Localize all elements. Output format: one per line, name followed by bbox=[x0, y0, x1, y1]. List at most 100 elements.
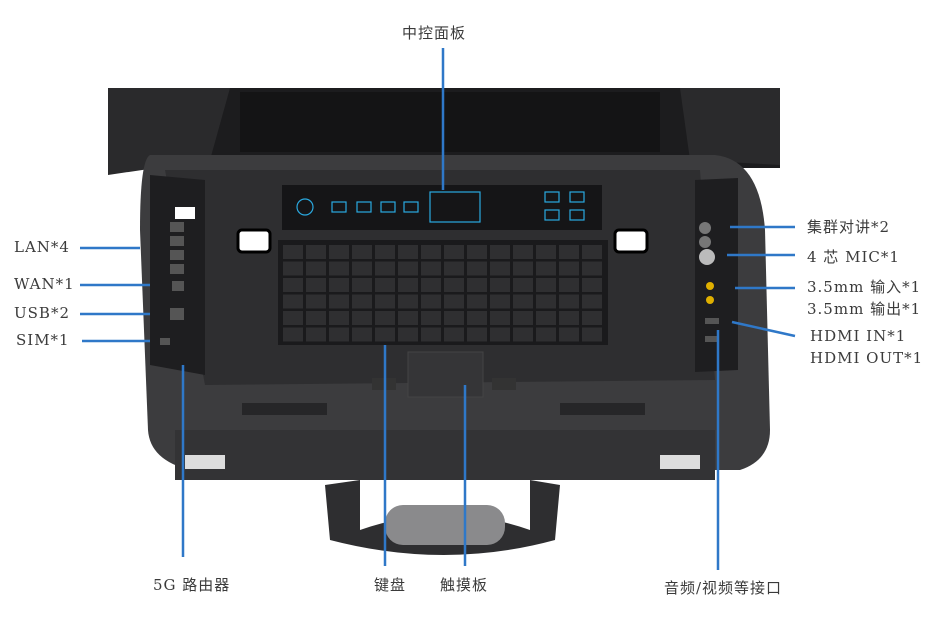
keyboard-key bbox=[444, 327, 464, 342]
label-control-panel: 中控面板 bbox=[402, 24, 467, 42]
keyboard-key bbox=[352, 294, 372, 309]
right-sticker bbox=[613, 228, 649, 254]
keyboard-key bbox=[329, 261, 349, 276]
keyboard-key bbox=[513, 327, 533, 342]
keyboard-key bbox=[559, 294, 579, 309]
keyboard-key bbox=[329, 278, 349, 292]
keyboard-key bbox=[559, 327, 579, 342]
left-screen bbox=[108, 88, 230, 175]
right-ports bbox=[699, 222, 719, 342]
keyboard-key bbox=[398, 327, 418, 342]
left-speaker bbox=[242, 403, 327, 415]
keyboard-key bbox=[306, 294, 326, 309]
keyboard-key bbox=[421, 294, 441, 309]
keyboard-key bbox=[352, 278, 372, 292]
keyboard-key bbox=[352, 261, 372, 276]
keyboard-key bbox=[467, 327, 487, 342]
keyboard-key bbox=[444, 294, 464, 309]
label-wan: WAN*1 bbox=[14, 275, 75, 293]
touchpad bbox=[407, 351, 484, 398]
keyboard-key bbox=[283, 261, 303, 276]
right-speaker bbox=[560, 403, 645, 415]
keyboard-key bbox=[444, 311, 464, 325]
keyboard-key bbox=[582, 245, 602, 259]
keyboard-key bbox=[582, 261, 602, 276]
keyboard-key bbox=[375, 245, 395, 259]
keyboard-key bbox=[559, 245, 579, 259]
keyboard-key bbox=[490, 245, 510, 259]
keyboard-key bbox=[536, 294, 556, 309]
lan-ports bbox=[160, 222, 184, 345]
keyboard-key bbox=[490, 327, 510, 342]
handle-grip bbox=[385, 505, 505, 545]
keyboard-key bbox=[352, 311, 372, 325]
keyboard-key bbox=[582, 327, 602, 342]
keyboard-key bbox=[513, 278, 533, 292]
keyboard-key bbox=[421, 327, 441, 342]
keyboard-key bbox=[513, 294, 533, 309]
keyboard-key bbox=[329, 327, 349, 342]
keyboard-key bbox=[283, 245, 303, 259]
case-front bbox=[175, 430, 715, 480]
keyboard-key bbox=[352, 327, 372, 342]
keyboard-key bbox=[283, 327, 303, 342]
keyboard-key bbox=[536, 245, 556, 259]
keyboard-key bbox=[398, 261, 418, 276]
keyboard-key bbox=[283, 278, 303, 292]
label-av-ports: 音频/视频等接口 bbox=[664, 579, 783, 597]
keyboard-key bbox=[536, 327, 556, 342]
keyboard-key bbox=[559, 311, 579, 325]
keyboard-key bbox=[398, 294, 418, 309]
keyboard-key bbox=[329, 294, 349, 309]
keyboard-key bbox=[398, 278, 418, 292]
keyboard-key bbox=[467, 311, 487, 325]
keyboard-key bbox=[490, 261, 510, 276]
keyboard-key bbox=[490, 278, 510, 292]
left-port-panel bbox=[150, 175, 205, 375]
keyboard-key bbox=[444, 261, 464, 276]
keyboard-key bbox=[421, 311, 441, 325]
keyboard-key bbox=[329, 245, 349, 259]
keyboard-key bbox=[421, 245, 441, 259]
keyboard-key bbox=[421, 261, 441, 276]
leader-lines bbox=[80, 48, 796, 570]
label-audio-in: 3.5mm 输入*1 bbox=[807, 278, 922, 296]
keyboard-key bbox=[513, 311, 533, 325]
left-sticker bbox=[236, 228, 272, 254]
keyboard-key bbox=[306, 311, 326, 325]
keyboard-key bbox=[582, 278, 602, 292]
label-cluster-intercom: 集群对讲*2 bbox=[807, 218, 891, 236]
keyboard-key bbox=[306, 245, 326, 259]
label-hdmi-out: HDMI OUT*1 bbox=[810, 349, 924, 367]
label-usb: USB*2 bbox=[14, 304, 70, 322]
label-hdmi-in: HDMI IN*1 bbox=[810, 327, 907, 345]
keyboard-key bbox=[490, 294, 510, 309]
center-screen bbox=[240, 92, 660, 152]
label-audio-out: 3.5mm 输出*1 bbox=[807, 300, 922, 318]
label-mic: 4 芯 MIC*1 bbox=[807, 248, 900, 266]
keyboard-key bbox=[513, 245, 533, 259]
keyboard-key bbox=[467, 294, 487, 309]
keyboard-key bbox=[375, 311, 395, 325]
keyboard-key bbox=[559, 261, 579, 276]
label-5g-router: 5G 路由器 bbox=[153, 576, 231, 594]
label-keyboard: 键盘 bbox=[374, 576, 407, 594]
sticker bbox=[175, 207, 195, 219]
keyboard-key bbox=[513, 261, 533, 276]
label-touchpad: 触摸板 bbox=[440, 576, 489, 594]
keyboard-key bbox=[559, 278, 579, 292]
keyboard-key bbox=[582, 311, 602, 325]
keyboard-key bbox=[536, 278, 556, 292]
keyboard-key bbox=[582, 294, 602, 309]
keyboard-key bbox=[306, 261, 326, 276]
keyboard-key bbox=[398, 311, 418, 325]
keyboard-key bbox=[467, 261, 487, 276]
keyboard-key bbox=[536, 261, 556, 276]
keyboard-key bbox=[375, 294, 395, 309]
keyboard-key bbox=[375, 261, 395, 276]
keyboard-key bbox=[536, 311, 556, 325]
keyboard-key bbox=[352, 245, 372, 259]
keyboard-key bbox=[421, 278, 441, 292]
